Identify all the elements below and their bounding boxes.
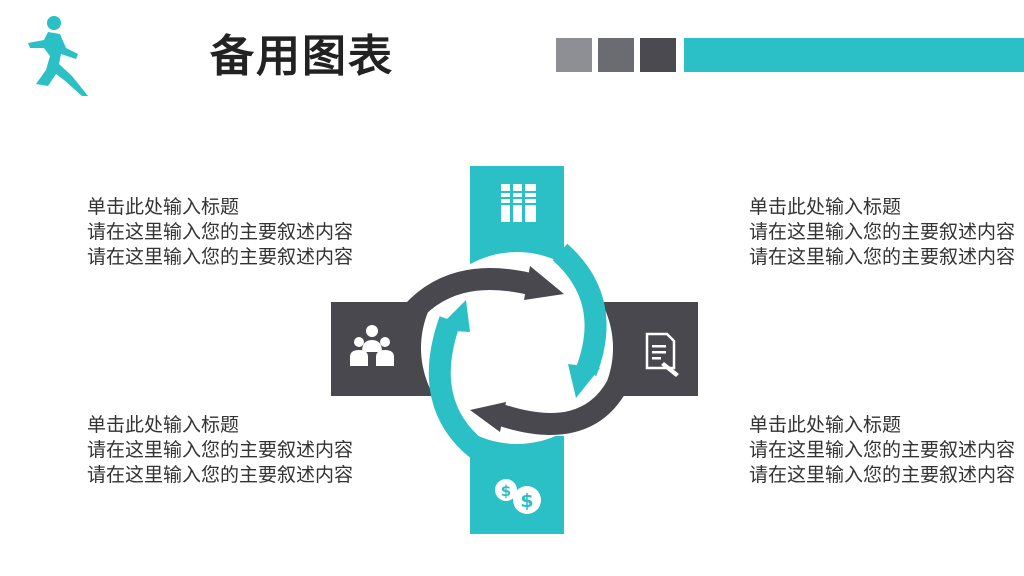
text-block-top-left: 单击此处输入标题 请在这里输入您的主要叙述内容 请在这里输入您的主要叙述内容 [87,195,353,270]
block-line: 请在这里输入您的主要叙述内容 [749,464,1016,486]
svg-text:$: $ [501,482,511,500]
text-block-top-right: 单击此处输入标题 请在这里输入您的主要叙述内容 请在这里输入您的主要叙述内容 [749,195,1024,270]
running-person-icon [28,16,88,96]
block-heading: 单击此处输入标题 [87,414,240,436]
header-square-1 [556,38,592,72]
block-line: 请在这里输入您的主要叙述内容 [749,221,1016,243]
svg-text:$: $ [520,490,533,512]
bottom-arm [470,436,564,534]
page-title: 备用图表 [210,31,394,82]
document-edit-icon [645,332,679,377]
block-line: 请在这里输入您的主要叙述内容 [87,464,354,486]
header-square-3 [640,38,676,72]
header-accent-bar [684,38,1024,72]
arrow-top-to-right [552,243,607,376]
text-block-bottom-left: 单击此处输入标题 请在这里输入您的主要叙述内容 请在这里输入您的主要叙述内容 [87,413,353,488]
money-icon: $ $ [495,479,541,514]
block-line: 请在这里输入您的主要叙述内容 [749,246,1016,268]
block-line: 请在这里输入您的主要叙述内容 [87,246,354,268]
block-line: 请在这里输入您的主要叙述内容 [87,221,354,243]
team-icon [350,325,394,366]
header-square-2 [598,38,634,72]
block-line: 请在这里输入您的主要叙述内容 [87,439,354,461]
text-block-bottom-right: 单击此处输入标题 请在这里输入您的主要叙述内容 请在这里输入您的主要叙述内容 [749,413,1024,488]
block-heading: 单击此处输入标题 [749,414,902,436]
books-icon [501,184,536,222]
arrow-left-to-top [397,267,541,327]
block-heading: 单击此处输入标题 [749,196,902,218]
arrow-right-to-bottom [494,378,628,435]
block-heading: 单击此处输入标题 [87,196,240,218]
arrow-bottom-to-left [428,316,486,459]
block-line: 请在这里输入您的主要叙述内容 [749,439,1016,461]
